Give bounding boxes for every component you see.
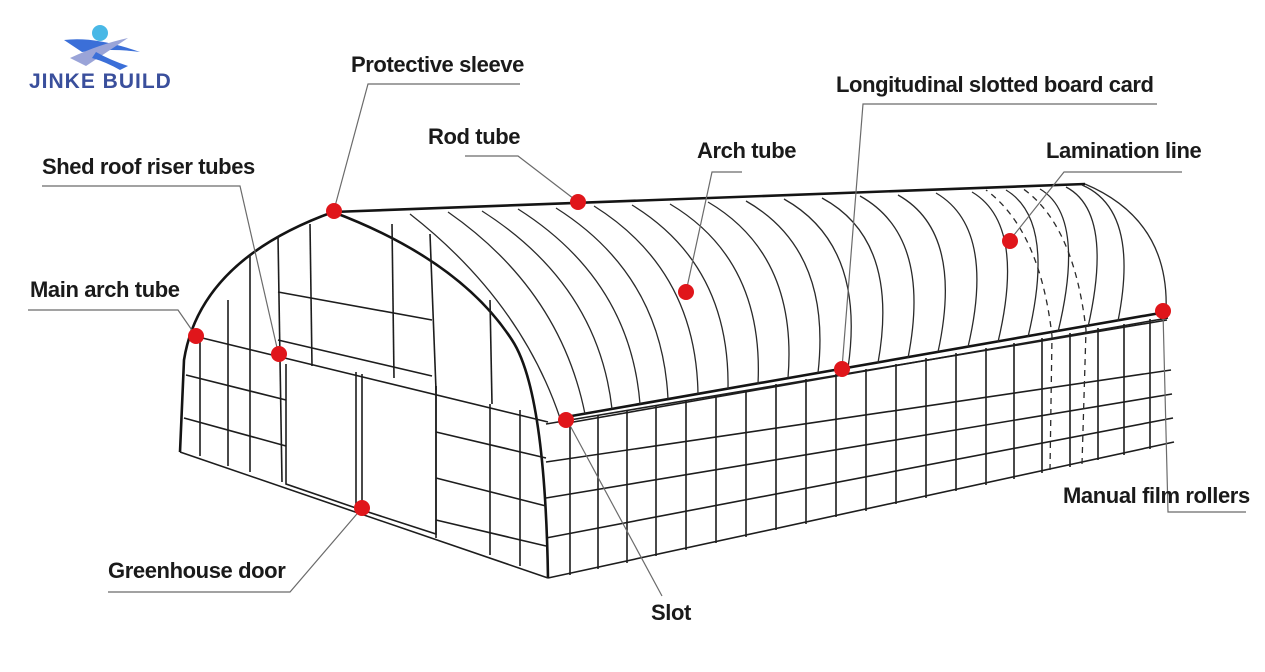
label-shed-roof-riser-tubes: Shed roof riser tubes xyxy=(42,154,255,179)
label-arch-tube: Arch tube xyxy=(697,138,796,163)
marker-greenhouse-door xyxy=(354,500,370,516)
front-gable xyxy=(178,210,550,579)
logo-brand-text: JINKE BUILD xyxy=(29,70,172,93)
marker-main-arch-tube xyxy=(188,328,204,344)
marker-rod-tube xyxy=(570,194,586,210)
jinke-build-logo-icon xyxy=(64,25,140,70)
marker-longitudinal-slotted-board-card xyxy=(834,361,850,377)
label-main-arch-tube: Main arch tube xyxy=(30,277,180,302)
marker-slot xyxy=(558,412,574,428)
label-rod-tube: Rod tube xyxy=(428,124,520,149)
label-lamination-line: Lamination line xyxy=(1046,138,1202,163)
marker-arch-tube xyxy=(678,284,694,300)
marker-manual-film-rollers xyxy=(1155,303,1171,319)
side-posts xyxy=(569,319,1151,575)
labels: Protective sleeve Longitudinal slotted b… xyxy=(30,52,1250,625)
label-longitudinal-slotted-board-card: Longitudinal slotted board card xyxy=(836,72,1154,97)
label-protective-sleeve: Protective sleeve xyxy=(351,52,524,77)
marker-lamination-line xyxy=(1002,233,1018,249)
label-greenhouse-door: Greenhouse door xyxy=(108,558,286,583)
marker-shed-roof-riser-tubes xyxy=(271,346,287,362)
greenhouse-structure xyxy=(178,182,1175,579)
label-slot: Slot xyxy=(651,600,692,625)
roof-arches xyxy=(409,183,1167,471)
label-manual-film-rollers: Manual film rollers xyxy=(1063,483,1250,508)
leader-lines xyxy=(28,83,1246,597)
marker-protective-sleeve xyxy=(326,203,342,219)
markers xyxy=(188,194,1171,516)
